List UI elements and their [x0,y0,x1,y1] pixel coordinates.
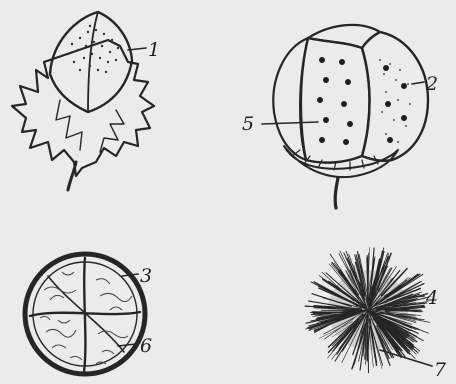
fiber-strand [367,255,368,292]
boll-stipple [379,59,411,143]
label-1: 1 [148,39,160,61]
cotton-bud-with-bracts [12,12,154,190]
cotton-fiber-tuft [305,247,432,373]
oil-glands [317,57,407,145]
fiber-strand [385,310,422,311]
label-6: 6 [140,335,152,357]
boll-cross-section [25,254,145,374]
cotton-boll [262,25,428,208]
label-3: 3 [140,265,152,287]
label-7: 7 [434,359,447,381]
label-4: 4 [425,287,438,309]
label-5: 5 [242,113,254,135]
label-2: 2 [425,73,438,95]
